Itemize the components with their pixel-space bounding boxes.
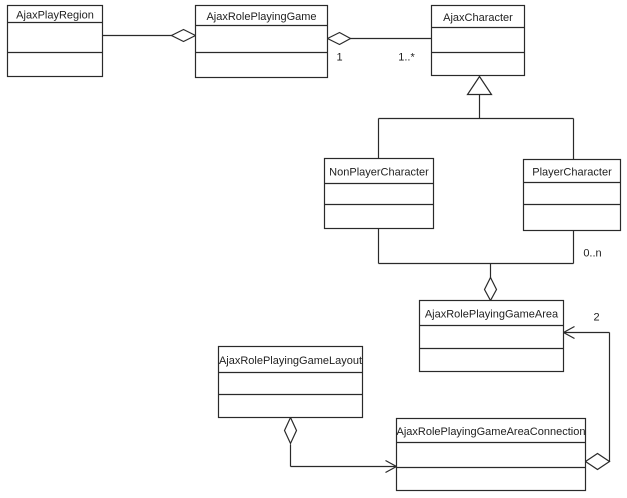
class-name: AjaxPlayRegion [16, 10, 94, 22]
class-box[interactable] [430, 4, 526, 77]
class-node-player-character[interactable]: PlayerCharacter [522, 158, 622, 232]
multiplicity-label: 1 [336, 52, 342, 64]
edge-aggregation-playregion-game[interactable] [102, 28, 197, 43]
class-name: AjaxRolePlayingGame [206, 11, 316, 23]
edge-aggregation-game-character[interactable] [326, 31, 432, 46]
class-node-ajax-play-region[interactable]: AjaxPlayRegion [6, 4, 104, 78]
aggregation-diamond-icon [170, 28, 197, 43]
class-name: AjaxRolePlayingGameAreaConnection [397, 426, 586, 438]
class-box[interactable] [395, 417, 587, 492]
edge-generalization-characters[interactable] [377, 75, 575, 160]
edge-aggregation-characters-area[interactable] [377, 228, 575, 302]
class-node-non-player-character[interactable]: NonPlayerCharacter [323, 157, 435, 230]
class-box[interactable] [194, 4, 329, 79]
aggregation-diamond-icon [483, 276, 498, 302]
class-node-ajax-role-playing-game-area-connection[interactable]: AjaxRolePlayingGameAreaConnection [395, 417, 587, 492]
multiplicity-label: 0..n [583, 248, 601, 260]
edge-aggregation-layout-connection[interactable] [283, 416, 398, 474]
class-node-ajax-character[interactable]: AjaxCharacter [430, 4, 526, 77]
class-name: PlayerCharacter [532, 167, 612, 179]
class-node-ajax-role-playing-game-layout[interactable]: AjaxRolePlayingGameLayout [217, 345, 364, 419]
class-box[interactable] [323, 157, 435, 230]
class-name: AjaxRolePlayingGameLayout [219, 355, 362, 367]
class-node-ajax-role-playing-game[interactable]: AjaxRolePlayingGame [194, 4, 329, 79]
class-box[interactable] [217, 345, 364, 419]
aggregation-diamond-icon [326, 31, 352, 46]
class-box[interactable] [6, 4, 104, 78]
class-name: NonPlayerCharacter [329, 167, 429, 179]
class-node-ajax-role-playing-game-area[interactable]: AjaxRolePlayingGameArea [418, 299, 565, 373]
aggregation-diamond-icon [584, 452, 611, 471]
multiplicity-label: 2 [593, 312, 599, 324]
class-box[interactable] [418, 299, 565, 373]
class-box[interactable] [522, 158, 622, 232]
multiplicity-label: 1..* [398, 52, 415, 64]
aggregation-diamond-icon [283, 416, 298, 445]
generalization-triangle-icon [466, 75, 493, 96]
class-name: AjaxRolePlayingGameArea [425, 309, 559, 321]
class-name: AjaxCharacter [443, 12, 513, 24]
